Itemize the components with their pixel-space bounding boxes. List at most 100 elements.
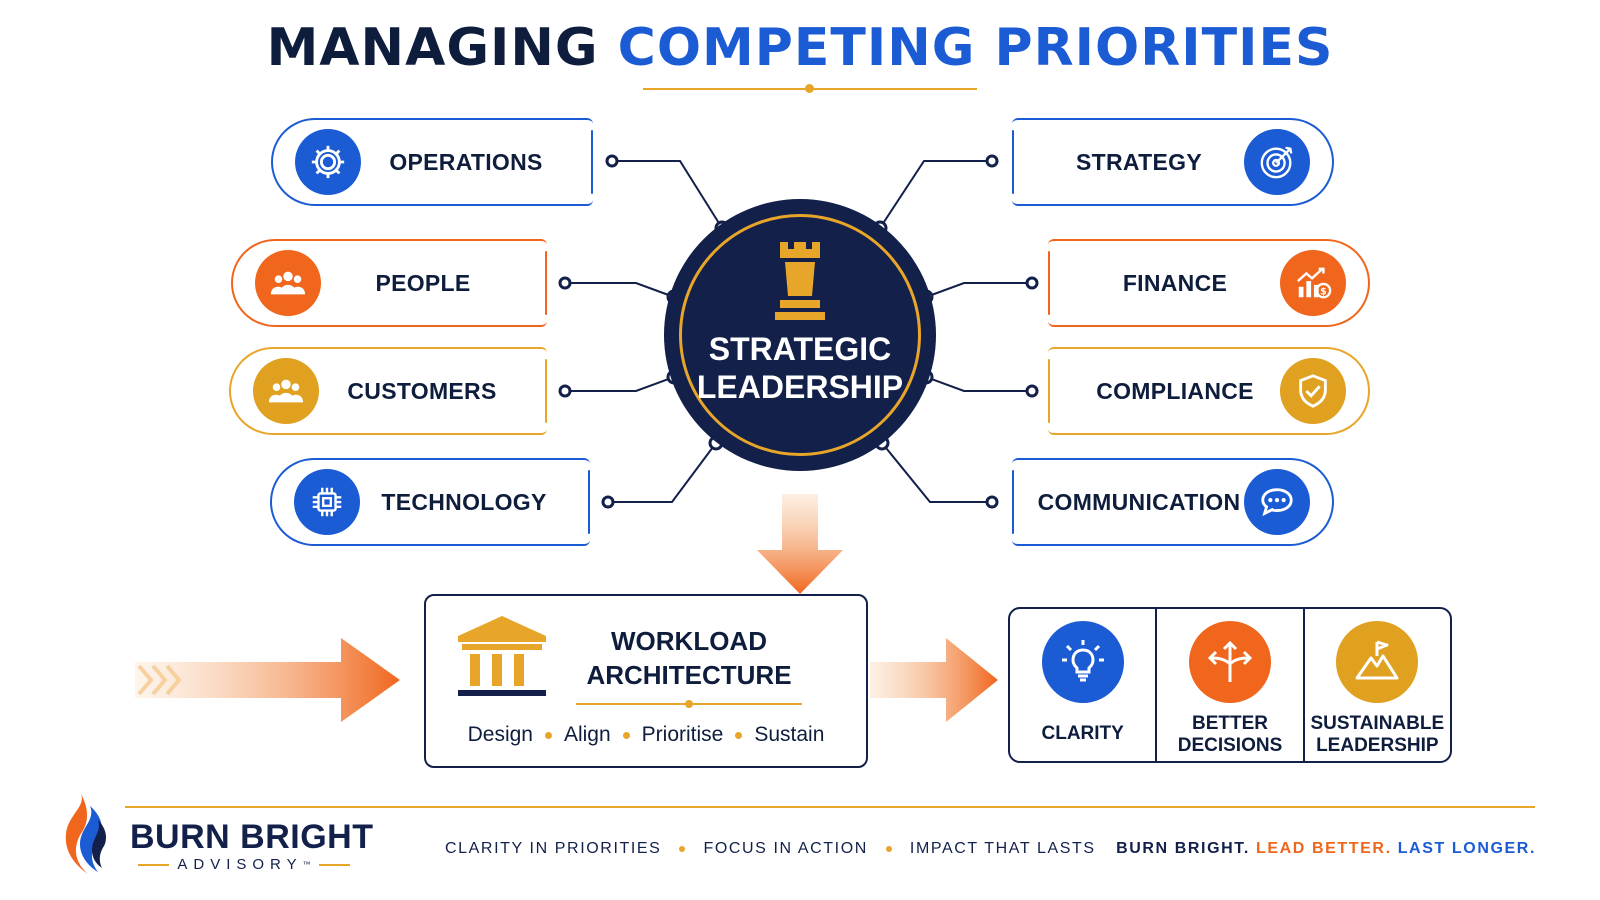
hub-label-line-1: STRATEGIC <box>708 331 892 367</box>
connector-technology <box>608 442 717 503</box>
pill-end-mark <box>545 251 547 315</box>
connector-customers <box>565 376 675 392</box>
trademark: ™ <box>302 860 311 869</box>
step-separator <box>622 731 630 739</box>
workload-step: Design <box>467 723 533 746</box>
outcomes-box: CLARITY BETTER DECISIONS SUSTAINABLE LEA… <box>1008 607 1452 763</box>
step-separator <box>735 731 743 739</box>
lightbulb-icon <box>1041 621 1124 703</box>
outcome-label: BETTER DECISIONS <box>1178 713 1283 757</box>
priority-label: TECHNOLOGY <box>381 488 547 515</box>
footer-tagline: BURN BRIGHT. LEAD BETTER. LAST LONGER. <box>1116 840 1536 858</box>
title-underline-dot <box>805 84 814 93</box>
shield-check-icon <box>1280 358 1346 424</box>
node-operations <box>605 154 619 168</box>
priority-label: FINANCE <box>1122 269 1228 296</box>
workload-step: Prioritise <box>641 723 724 746</box>
outcome-better-decisions: BETTER DECISIONS <box>1155 609 1302 761</box>
connector-operations <box>612 160 723 229</box>
brand-rule-left <box>138 863 170 866</box>
footer-tag: FOCUS IN ACTION <box>703 840 868 857</box>
priority-technology: TECHNOLOGY <box>270 458 590 546</box>
outcome-sustainable-leadership: SUSTAINABLE LEADERSHIP <box>1302 609 1450 761</box>
footer-tag: IMPACT THAT LASTS <box>909 840 1096 857</box>
connector-strategy <box>879 160 992 229</box>
down-arrow <box>757 494 843 594</box>
workload-step: Align <box>563 723 611 746</box>
tagline-part-1: BURN BRIGHT. <box>1116 840 1250 857</box>
node-compliance <box>1025 384 1039 398</box>
priority-label: CUSTOMERS <box>347 377 497 404</box>
rook-icon <box>775 242 825 320</box>
pill-end-mark <box>1048 359 1050 423</box>
people-icon <box>255 250 321 316</box>
node-customers <box>558 384 572 398</box>
priority-people: PEOPLE <box>231 239 547 327</box>
outcome-label: CLARITY <box>1042 723 1124 745</box>
tagline-part-3: LAST LONGER. <box>1397 840 1536 857</box>
outcome-label-line-2: DECISIONS <box>1177 735 1283 756</box>
outcome-label-line-2: LEADERSHIP <box>1316 735 1439 756</box>
tagline-part-2: LEAD BETTER. <box>1255 840 1392 857</box>
page-title: MANAGING COMPETING PRIORITIES <box>0 18 1600 78</box>
priority-finance: $ FINANCE <box>1048 239 1370 327</box>
node-finance <box>1025 276 1039 290</box>
pill-end-mark <box>1012 130 1014 194</box>
pillars-icon <box>458 616 546 696</box>
outcome-label-line-1: SUSTAINABLE <box>1310 713 1445 734</box>
outcome-label-line-1: BETTER <box>1191 713 1268 734</box>
chip-icon <box>294 469 360 535</box>
node-people <box>558 276 572 290</box>
finance-chart-icon: $ <box>1280 250 1346 316</box>
hub-label-line-2: LEADERSHIP <box>696 369 904 405</box>
pill-end-mark <box>1048 251 1050 315</box>
outcome-flow-arrow <box>870 638 998 722</box>
pill-end-mark <box>1012 470 1014 534</box>
pill-end-mark <box>545 359 547 423</box>
priority-customers: CUSTOMERS <box>229 347 547 435</box>
workload-title-line-1: WORKLOAD <box>611 626 767 656</box>
connector-compliance <box>925 376 1032 392</box>
outcome-clarity: CLARITY <box>1010 609 1155 761</box>
outcome-label-line-1: CLARITY <box>1041 723 1124 744</box>
incoming-flow-arrow <box>135 638 400 722</box>
decision-arrows-icon <box>1188 621 1271 703</box>
workload-architecture-box: WORKLOAD ARCHITECTURE Design Align Prior… <box>424 594 868 768</box>
workload-title: WORKLOAD ARCHITECTURE <box>576 624 802 692</box>
connector-communication <box>881 442 992 503</box>
brand-sub-text: ADVISORY <box>177 856 303 873</box>
priority-operations: OPERATIONS <box>271 118 593 206</box>
priority-label: COMMUNICATION <box>1037 488 1241 515</box>
priority-label: PEOPLE <box>375 269 471 296</box>
hub-label: STRATEGIC LEADERSHIP <box>669 330 931 406</box>
customers-icon <box>253 358 319 424</box>
footer-tags: CLARITY IN PRIORITIES FOCUS IN ACTION IM… <box>445 840 1096 858</box>
workload-divider-dot <box>685 700 693 708</box>
brand-rule-right <box>318 863 350 866</box>
footer-tag: CLARITY IN PRIORITIES <box>445 840 662 857</box>
hub-ring <box>679 214 921 456</box>
gear-icon <box>295 129 361 195</box>
connector-finance <box>925 282 1032 298</box>
priority-label: OPERATIONS <box>389 148 543 175</box>
svg-text:$: $ <box>1320 286 1327 297</box>
target-icon <box>1244 129 1310 195</box>
node-strategy <box>985 154 999 168</box>
pill-end-mark <box>588 470 590 534</box>
priority-compliance: COMPLIANCE <box>1048 347 1370 435</box>
connector-people <box>565 282 675 298</box>
footer-divider <box>125 806 1535 808</box>
brand-name: BURN BRIGHT <box>130 818 374 856</box>
step-separator <box>544 731 552 739</box>
flame-logo-icon <box>65 792 106 874</box>
tag-separator <box>679 846 686 852</box>
outcome-label: SUSTAINABLE LEADERSHIP <box>1310 713 1444 757</box>
workload-step: Sustain <box>754 723 825 746</box>
workload-steps: Design Align Prioritise Sustain <box>426 723 866 747</box>
priority-strategy: STRATEGY <box>1012 118 1334 206</box>
title-part-2: COMPETING PRIORITIES <box>617 18 1334 78</box>
priority-label: COMPLIANCE <box>1096 377 1254 404</box>
strategic-leadership-hub: STRATEGIC LEADERSHIP <box>665 200 935 470</box>
workload-title-line-2: ARCHITECTURE <box>586 660 792 690</box>
